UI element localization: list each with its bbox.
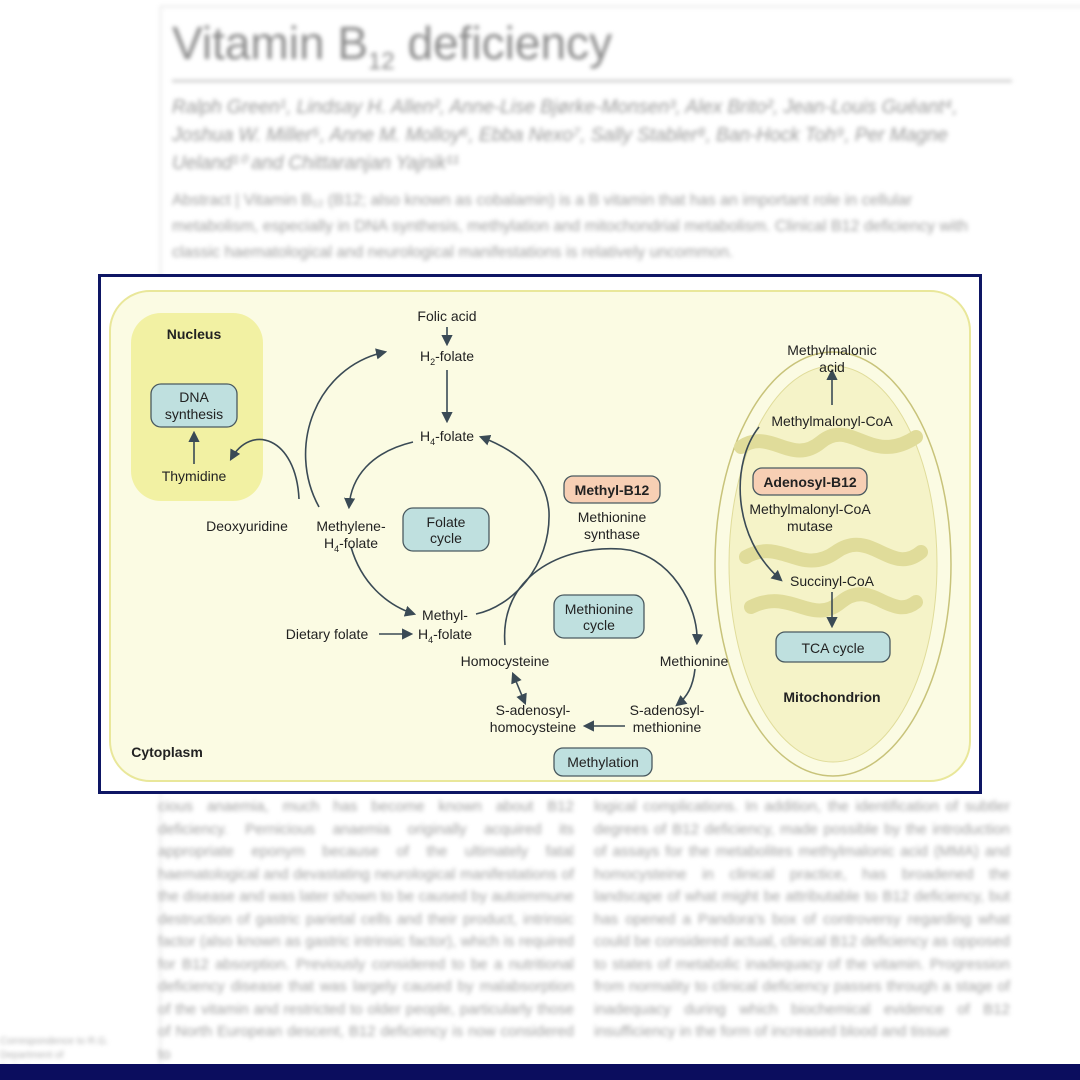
sam-label-1: S-adenosyl- xyxy=(630,702,705,718)
sah-label-1: S-adenosyl- xyxy=(496,702,571,718)
methylmalonyl-coa-label: Methylmalonyl-CoA xyxy=(771,413,893,429)
h4-folate-label: H4-folate xyxy=(420,428,474,447)
methionine-synthase-label-1: Methionine xyxy=(578,509,647,525)
cristae-2 xyxy=(739,537,928,568)
dna-synthesis-label-1: DNA xyxy=(179,389,209,405)
nucleus-label: Nucleus xyxy=(167,326,222,342)
body-column-left: cious anaemia, much has become known abo… xyxy=(158,798,574,1063)
vitamin-b12-pathway-diagram: Nucleus DNA synthesis Thymidine Deoxyuri… xyxy=(109,290,971,782)
methylene-label-1: Methylene- xyxy=(316,518,386,534)
methylmalonic-acid-label-2: acid xyxy=(819,359,845,375)
arrow-methylene-to-h2 xyxy=(304,348,388,508)
mitochondrion-label: Mitochondrion xyxy=(783,689,880,705)
methylene-label-2: H4-folate xyxy=(324,535,378,554)
body-column-right: logical complications. In addition, the … xyxy=(594,798,1010,1040)
pathway-arrows xyxy=(188,327,838,732)
cytoplasm-label: Cytoplasm xyxy=(131,744,203,760)
folic-acid-label: Folic acid xyxy=(417,308,476,324)
tca-cycle-label: TCA cycle xyxy=(801,640,864,656)
methylation-box xyxy=(553,747,653,777)
sam-label-2: methionine xyxy=(633,719,702,735)
methyl-b12-box xyxy=(563,475,661,504)
abstract-text: Abstract | Vitamin B₁₂ (B12; also known … xyxy=(172,192,968,261)
cristae-3 xyxy=(744,587,923,618)
h2-folate-label: H2-folate xyxy=(420,348,474,367)
dna-synthesis-label-2: synthesis xyxy=(165,406,223,422)
author-list: Ralph Green¹, Lindsay H. Allen², Anne-Li… xyxy=(172,97,958,174)
methylmalonic-acid-label-1: Methylmalonic xyxy=(787,342,876,358)
title-rule xyxy=(172,80,1012,82)
sah-label-2: homocysteine xyxy=(490,719,577,735)
homocysteine-label: Homocysteine xyxy=(461,653,550,669)
mutase-label-2: mutase xyxy=(787,518,833,534)
arrow-methionine-to-sam xyxy=(675,668,696,707)
figure-highlight-frame: Nucleus DNA synthesis Thymidine Deoxyuri… xyxy=(98,274,982,794)
arrow-h4-to-methylene xyxy=(344,441,414,510)
dna-synthesis-box xyxy=(150,383,238,428)
adenosyl-b12-label: Adenosyl-B12 xyxy=(763,474,857,490)
arrow-deoxyuridine-to-thymidine xyxy=(229,438,300,500)
methionine-cycle-label-2: cycle xyxy=(583,617,615,633)
arrow-methylene-to-methyl xyxy=(350,546,417,617)
bottom-bar xyxy=(0,1064,1080,1080)
arrow-methyl-to-h4 xyxy=(475,434,550,615)
thymidine-label: Thymidine xyxy=(162,468,227,484)
methionine-synthase-label-2: synthase xyxy=(584,526,640,542)
folate-cycle-box xyxy=(402,507,490,552)
mitochondrion-inner xyxy=(728,365,938,763)
arrow-homocysteine-to-methionine xyxy=(503,547,704,646)
methyl-b12-label: Methyl-B12 xyxy=(575,482,650,498)
tca-cycle-box xyxy=(775,631,891,663)
methyl-h4-folate-label-1: Methyl- xyxy=(422,607,468,623)
arrow-mmcoa-to-succinyl xyxy=(739,426,783,582)
arrow-sah-homocysteine xyxy=(511,671,527,706)
methionine-cycle-label-1: Methionine xyxy=(565,601,634,617)
folate-cycle-label-1: Folate xyxy=(427,514,466,530)
adenosyl-b12-box xyxy=(752,467,868,496)
dietary-folate-label: Dietary folate xyxy=(286,626,369,642)
methyl-h4-folate-label-2: H4-folate xyxy=(418,626,472,645)
cristae-1 xyxy=(734,427,923,458)
methionine-label: Methionine xyxy=(660,653,729,669)
succinyl-coa-label: Succinyl-CoA xyxy=(790,573,875,589)
article-title: Vitamin B12 deficiency xyxy=(172,17,613,76)
folate-cycle-label-2: cycle xyxy=(430,530,462,546)
deoxyuridine-label: Deoxyuridine xyxy=(206,518,288,534)
methionine-cycle-box xyxy=(553,594,645,639)
mutase-label-1: Methylmalonyl-CoA xyxy=(749,501,871,517)
methylation-label: Methylation xyxy=(567,754,639,770)
